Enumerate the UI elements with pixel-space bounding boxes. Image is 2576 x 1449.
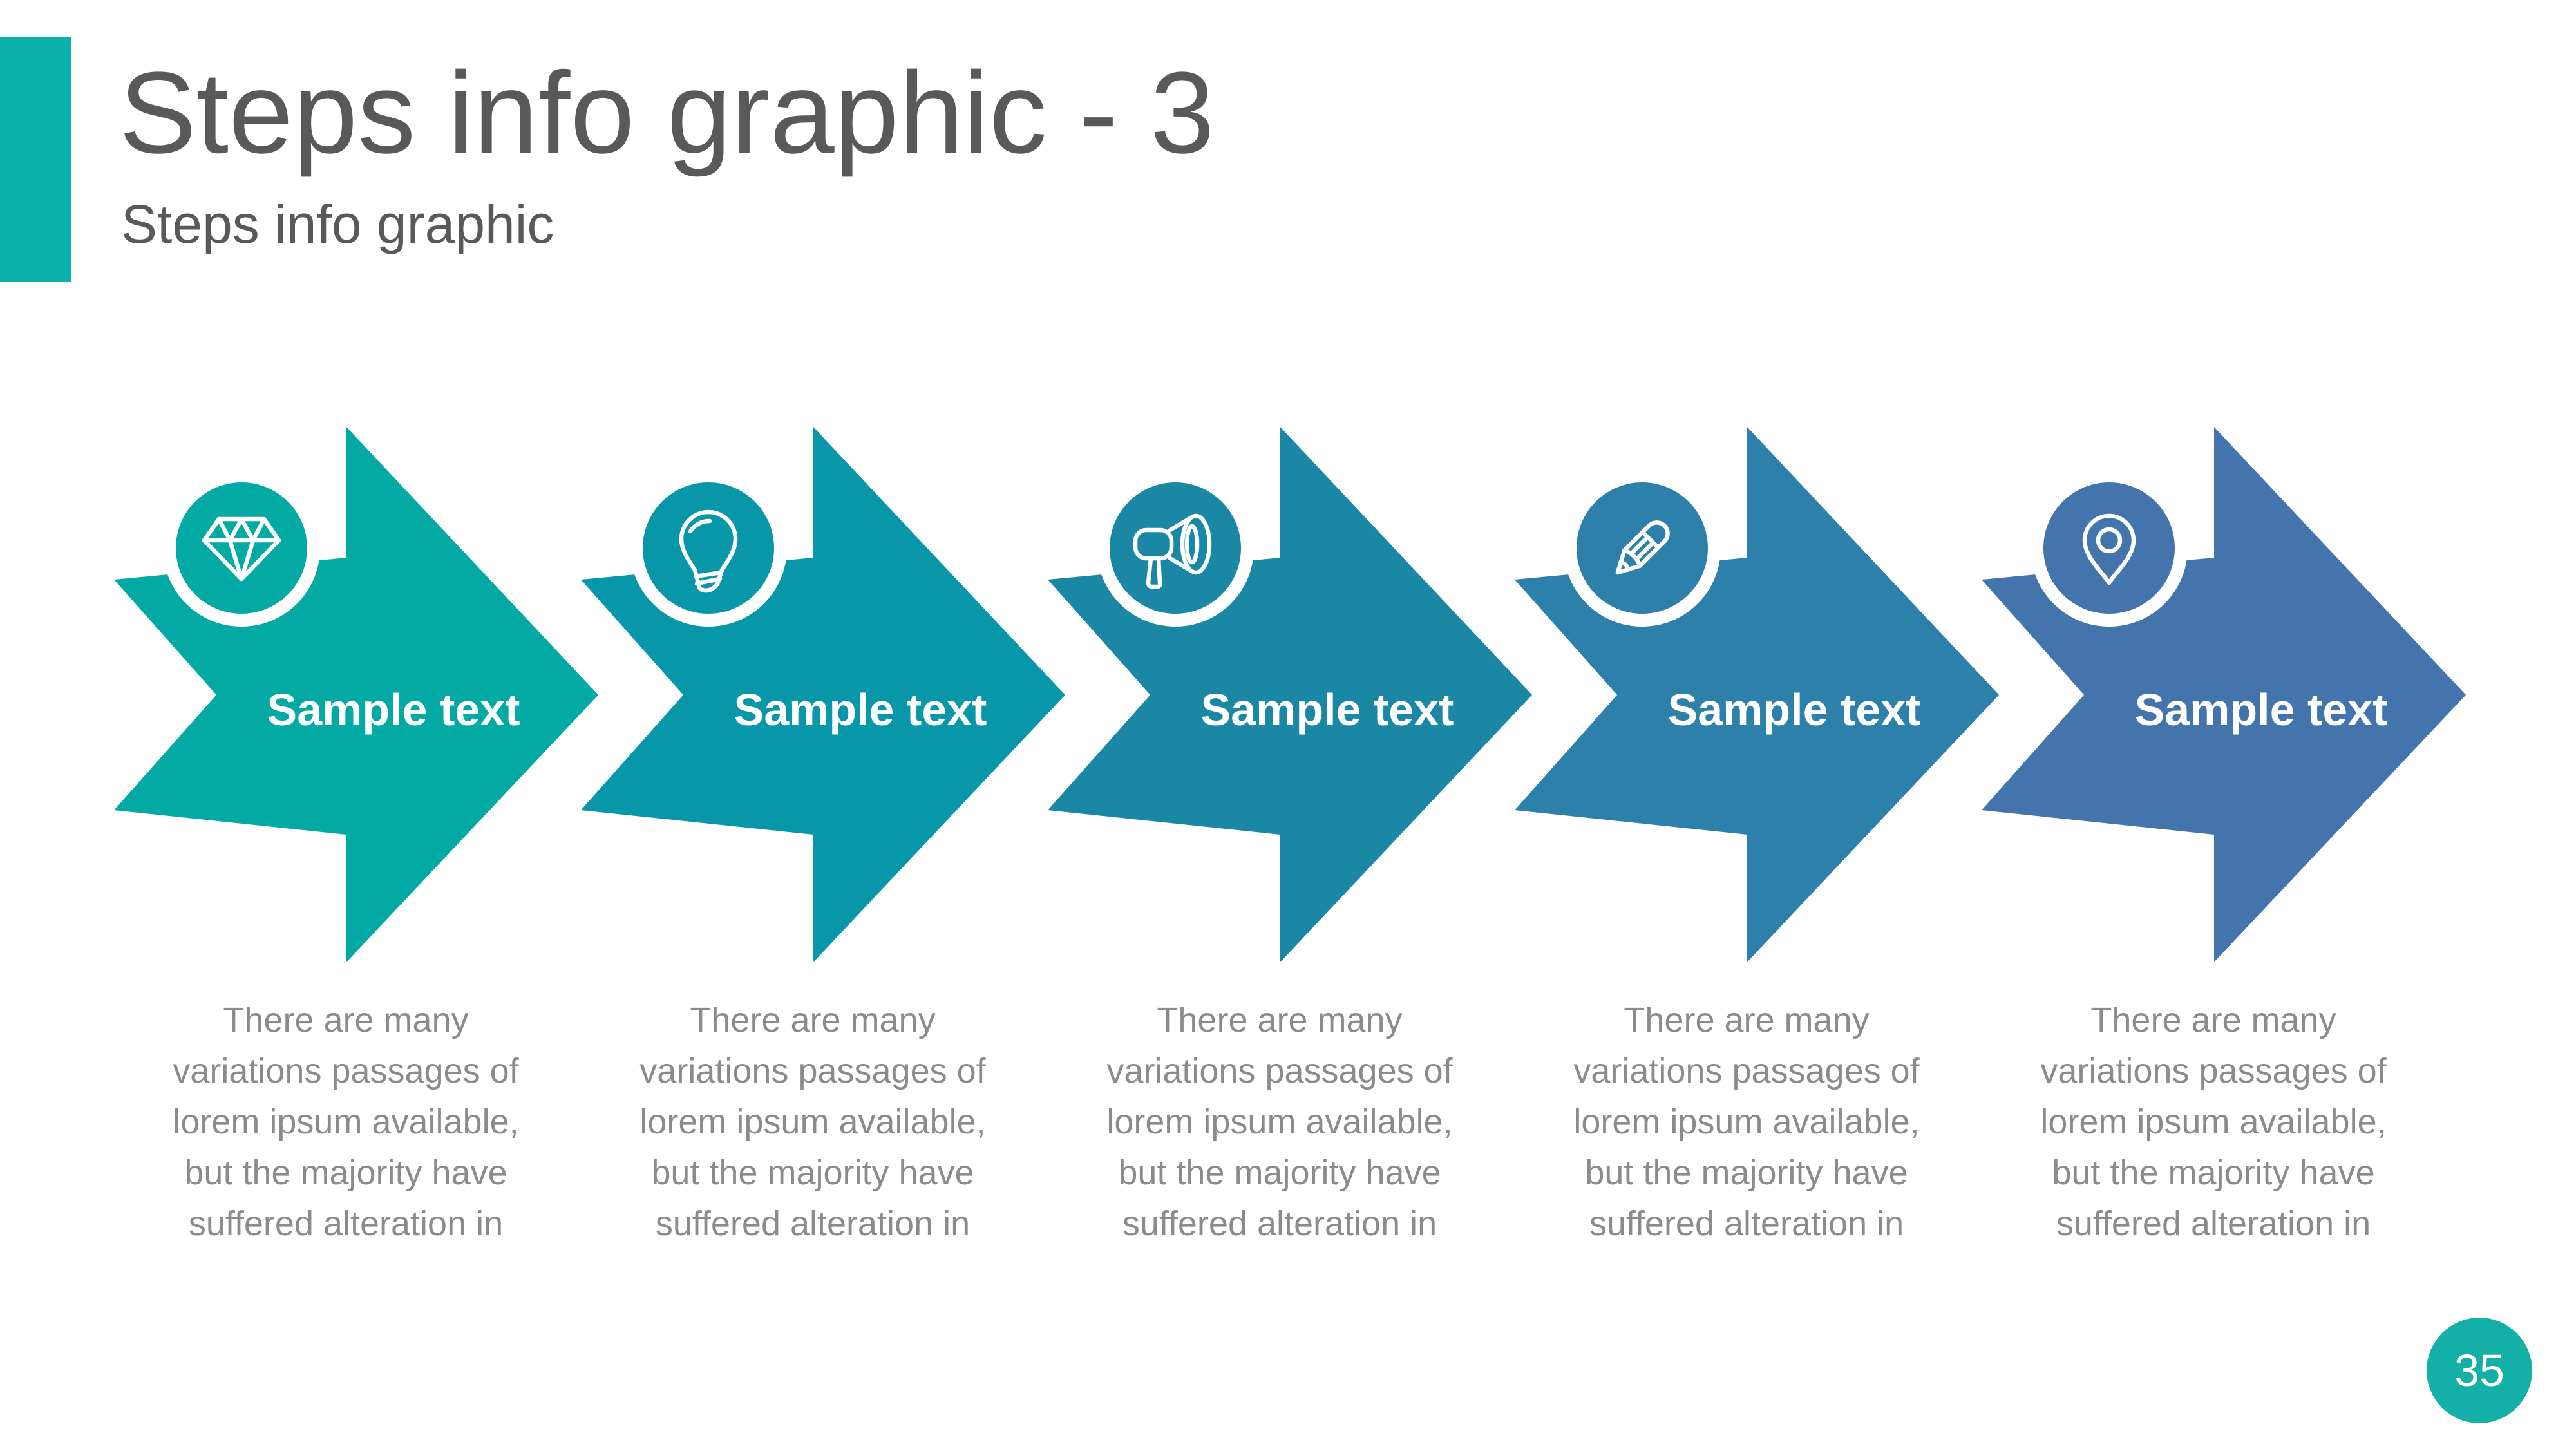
diamond-icon [202, 516, 281, 582]
step-arrow-3 [1048, 427, 1532, 962]
icon-circle [176, 482, 307, 614]
icon-circle [1577, 482, 1708, 614]
step-description-3: There are many variations passages of lo… [1106, 1001, 1453, 1243]
icon-circle [2043, 482, 2175, 614]
pencil-icon [1615, 520, 1670, 575]
step-label-4: Sample text [1667, 685, 1921, 735]
map-pin-icon [2082, 513, 2136, 585]
arrow-shape [1982, 427, 2466, 962]
step-arrow-4 [1515, 427, 1999, 962]
step-description-4: There are many variations passages of lo… [1573, 1001, 1920, 1243]
step-arrow-2 [581, 427, 1065, 962]
megaphone-icon [1133, 513, 1212, 589]
icon-circle [1110, 482, 1241, 614]
step-label-2: Sample text [734, 685, 987, 735]
icon-circle [643, 482, 774, 614]
step-label-1: Sample text [267, 685, 520, 735]
step-label-5: Sample text [2134, 685, 2388, 735]
step-arrow-5 [1982, 427, 2466, 962]
step-arrow-1 [114, 427, 598, 962]
page-number-badge: 35 [2427, 1318, 2532, 1423]
arrow-shape [581, 427, 1065, 962]
step-description-5: There are many variations passages of lo… [2040, 1001, 2387, 1243]
accent-bar [0, 37, 71, 282]
arrow-shape [1515, 427, 1999, 962]
arrow-shape [1048, 427, 1532, 962]
page-title: Steps info graphic - 3 [119, 48, 1215, 178]
step-label-3: Sample text [1200, 685, 1454, 735]
step-description-2: There are many variations passages of lo… [639, 1001, 986, 1243]
arrow-shape [114, 427, 598, 962]
page-subtitle: Steps info graphic [121, 194, 554, 254]
lightbulb-icon [679, 509, 738, 593]
step-description-1: There are many variations passages of lo… [173, 1001, 519, 1243]
